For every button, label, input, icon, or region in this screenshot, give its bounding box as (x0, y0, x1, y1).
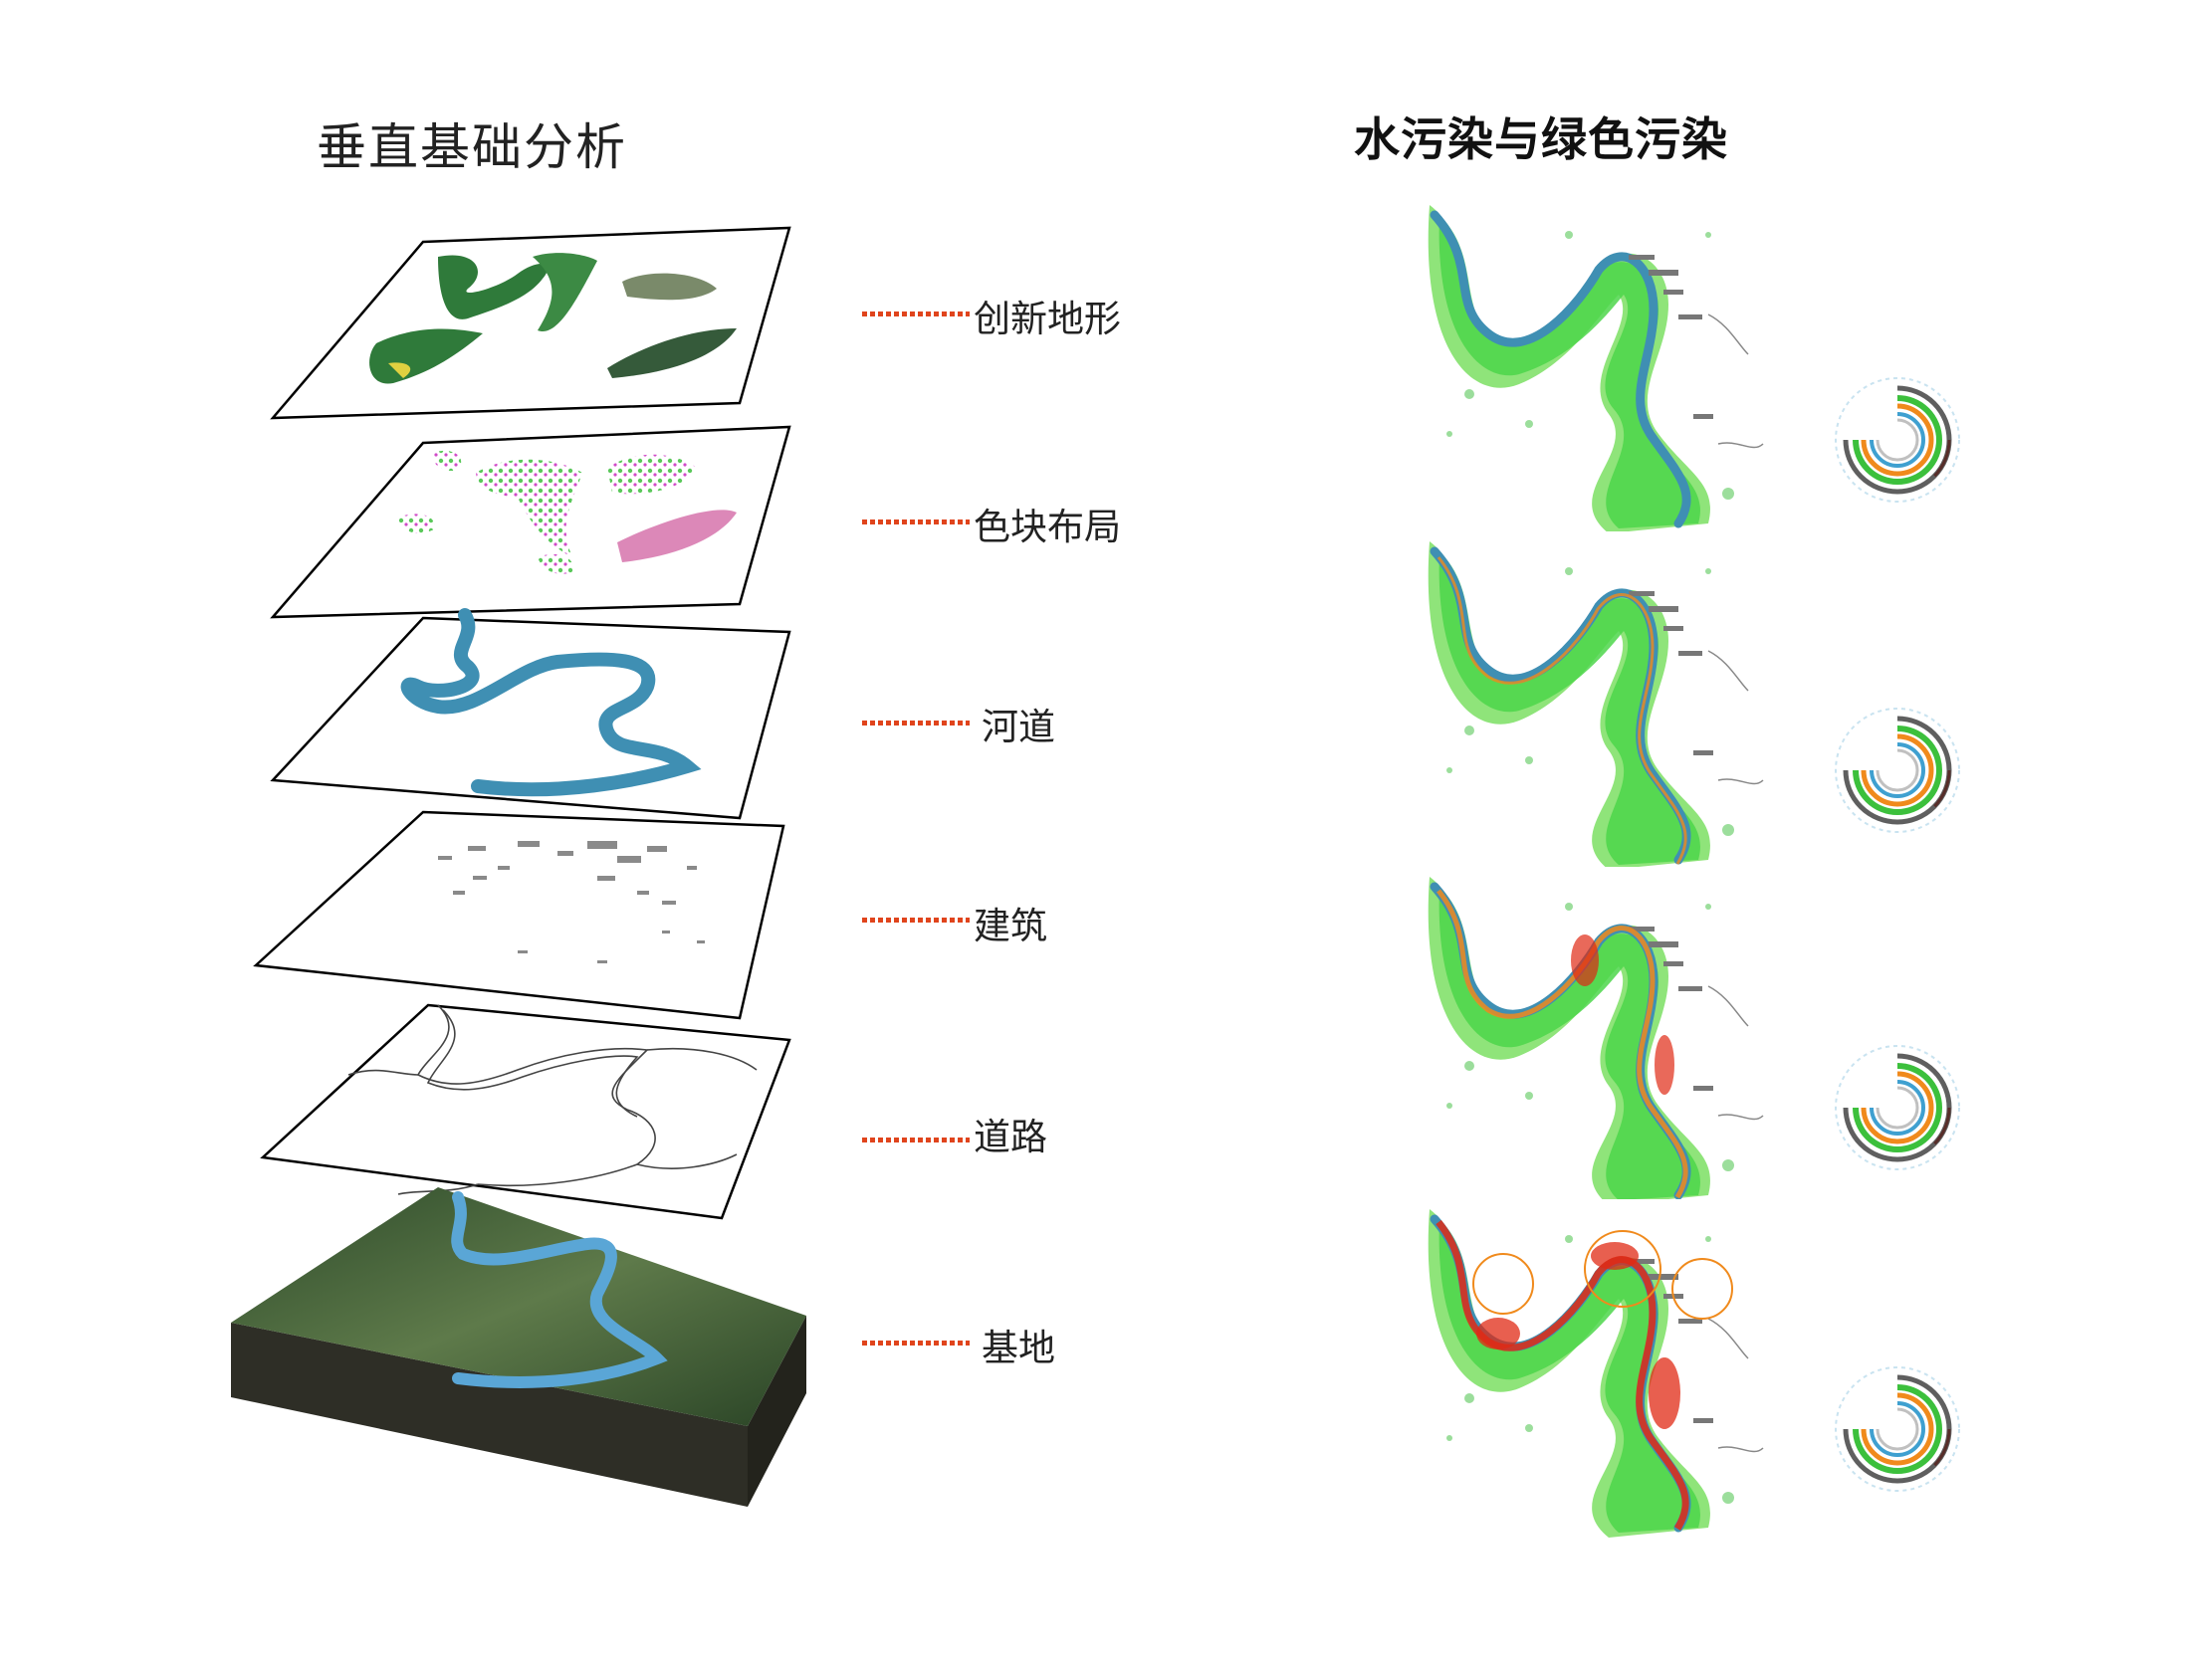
ring-chart-4 (1836, 1367, 1959, 1491)
leader-line-base (862, 1341, 970, 1346)
pollution-map-3 (1410, 867, 1959, 1205)
right-title: 水污染与绿色污染 (1354, 112, 1728, 166)
ring-chart-2 (1836, 709, 1959, 832)
layer-label-buildings: 建筑 (974, 905, 1047, 947)
layer-terrain (270, 226, 791, 420)
layer-base (231, 1187, 806, 1507)
layer-river (270, 608, 791, 820)
layer-label-river: 河道 (982, 706, 1055, 748)
left-title: 垂直基础分析 (317, 118, 627, 176)
ring-chart-3 (1836, 1046, 1959, 1169)
leader-line-terrain (862, 311, 970, 316)
leader-line-roads (862, 1138, 970, 1142)
layer-label-base: 基地 (982, 1327, 1055, 1369)
layer-color-blocks (270, 425, 791, 619)
layer-label-terrain: 创新地形 (974, 298, 1121, 340)
layer-buildings (253, 810, 785, 1020)
pollution-map-1 (1410, 195, 1959, 533)
pollution-map-4 (1410, 1199, 1959, 1538)
leader-line-color-blocks (862, 519, 970, 524)
leader-line-river (862, 721, 970, 726)
layer-roads (260, 1003, 791, 1220)
pollution-map-2 (1410, 531, 1959, 870)
layer-label-color-blocks: 色块布局 (974, 506, 1121, 548)
layer-label-roads: 道路 (974, 1116, 1047, 1158)
ring-chart-1 (1836, 378, 1959, 502)
leader-line-buildings (862, 918, 970, 923)
